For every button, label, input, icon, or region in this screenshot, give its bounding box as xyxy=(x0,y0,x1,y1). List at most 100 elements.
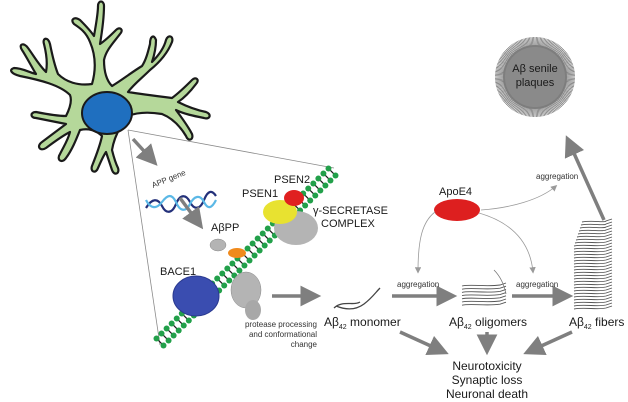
plaque-spike xyxy=(513,42,520,52)
plaque-spike xyxy=(561,57,571,64)
gamma-secretase-label-2: COMPLEX xyxy=(321,218,375,230)
plaque-spike xyxy=(498,60,508,66)
plaque-spike xyxy=(505,97,514,106)
plaque-spike xyxy=(536,37,539,48)
plaque-spike xyxy=(520,39,526,49)
cleavage-site xyxy=(228,248,246,258)
plaque-spike xyxy=(499,57,509,64)
membrane-lipid-head xyxy=(332,172,339,179)
plaque-spike xyxy=(564,81,575,85)
plaque-spike xyxy=(496,65,507,70)
plaque-spike xyxy=(560,56,570,63)
plaque-spike xyxy=(563,84,574,89)
apoe4-arrow-right xyxy=(478,212,536,274)
psen1-protein xyxy=(263,200,297,224)
membrane-lipid-head xyxy=(221,282,228,289)
plaque-spike xyxy=(519,104,525,115)
plaque-spike xyxy=(506,47,515,56)
plaque-spike xyxy=(564,83,574,88)
plaque-spike xyxy=(506,98,515,107)
plaque-spike xyxy=(553,46,562,55)
plaque-label-2: plaques xyxy=(516,77,555,89)
plaque-spike xyxy=(544,105,550,115)
plaque-spike xyxy=(562,87,573,93)
plaque-spike xyxy=(530,106,533,117)
fiber-strand xyxy=(573,242,613,247)
plaque-spike xyxy=(546,40,552,50)
plaque-spike xyxy=(518,40,524,50)
plaque-spike xyxy=(549,42,556,52)
fiber-strand xyxy=(574,239,613,244)
plaque-spike xyxy=(505,49,513,58)
plaque-spike xyxy=(539,37,543,48)
fiber-strand xyxy=(573,290,613,295)
plaque-spike xyxy=(550,42,557,52)
apoe4-label: ApoE4 xyxy=(439,186,472,198)
arrow-monomer-to-outcome xyxy=(399,330,449,356)
plaque-spike xyxy=(513,102,520,112)
membrane-lipid-head xyxy=(226,277,233,284)
plaque-spike xyxy=(540,106,544,117)
plaque-spike xyxy=(510,45,517,54)
plaque-spike xyxy=(517,103,523,114)
plaque-spike xyxy=(526,106,530,117)
fiber-strand xyxy=(573,293,613,298)
plaque-spike xyxy=(496,83,506,88)
plaque-spike xyxy=(560,55,570,62)
fiber-strand xyxy=(573,254,613,259)
membrane-lipid-head xyxy=(246,257,253,264)
plaque-spike xyxy=(511,44,518,53)
fiber-strand xyxy=(573,284,613,289)
plaque-spike xyxy=(553,45,560,54)
membrane-lipid-head xyxy=(320,170,327,177)
plaque-spike xyxy=(559,54,569,61)
plaque-spike xyxy=(514,42,521,52)
plaque-spike xyxy=(504,50,513,59)
plaque-spike xyxy=(496,66,506,71)
plaque-spike xyxy=(564,66,574,71)
plaque-spike xyxy=(551,101,558,111)
plaque-spike xyxy=(498,88,508,94)
membrane-lipid-head xyxy=(251,252,258,259)
aggregation-label-2: aggregation xyxy=(516,280,558,289)
plaque-spike xyxy=(563,64,574,69)
membrane-lipid-head xyxy=(180,322,187,329)
plaque-spike xyxy=(540,37,544,48)
plaque-spike xyxy=(556,97,565,106)
plaque-spike xyxy=(495,69,506,73)
plaque-spike xyxy=(527,106,531,117)
fiber-strand xyxy=(573,257,613,262)
membrane-lipid-head xyxy=(160,342,167,349)
arrow-neuron-to-gene xyxy=(131,137,158,166)
plaque-spike xyxy=(557,95,566,104)
membrane-lipid-head xyxy=(266,237,273,244)
fiber-strand xyxy=(573,248,613,253)
plaque-spike xyxy=(503,95,512,102)
nucleus xyxy=(81,91,133,135)
plaque-spike xyxy=(556,48,565,57)
plaque-spike xyxy=(561,59,572,65)
protease-label-1: protease processing xyxy=(245,320,317,329)
psen2-label: PSEN2 xyxy=(274,174,310,186)
plaque-spike xyxy=(500,92,510,99)
abpp-label: AβPP xyxy=(211,222,239,234)
plaque-spike xyxy=(563,65,574,70)
fiber-strand xyxy=(573,260,613,265)
plaque-spike xyxy=(529,37,532,48)
membrane-lipid-head xyxy=(165,337,172,344)
plaque-spike xyxy=(547,103,553,114)
membrane-lipid-head xyxy=(259,230,266,237)
fiber-strand xyxy=(573,278,613,283)
plaque-spike xyxy=(564,78,575,81)
plaque-spike xyxy=(547,40,553,51)
plaque-spike xyxy=(557,50,566,59)
plaque-core xyxy=(503,45,567,109)
fiber-strand xyxy=(573,272,613,277)
plaque-spike xyxy=(496,84,507,89)
plaque-spike xyxy=(564,82,575,86)
neuron-body xyxy=(10,0,211,175)
membrane-lipid-head xyxy=(327,177,334,184)
plaque-spike xyxy=(501,93,511,100)
membrane-lipid-head xyxy=(153,335,160,342)
bace1-protein xyxy=(172,275,220,317)
